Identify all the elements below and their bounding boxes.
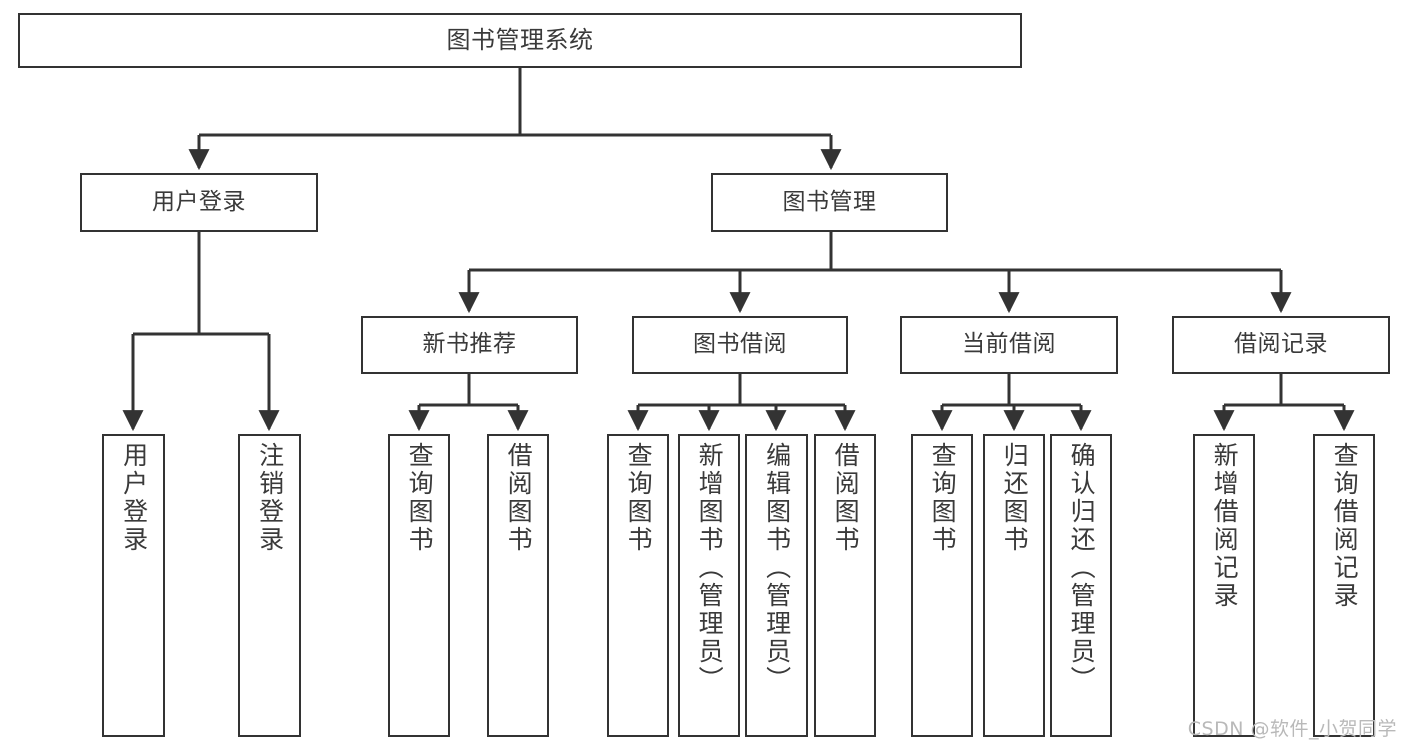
leaf-query-book-cb[interactable]: 查询图书 xyxy=(911,434,973,737)
leaf-query-book-cb-label: 查询图书 xyxy=(928,442,958,554)
leaf-return-book[interactable]: 归还图书 xyxy=(983,434,1045,737)
leaf-borrow-book-nb[interactable]: 借阅图书 xyxy=(487,434,549,737)
leaf-add-book-admin-label: 新增图书（管理员） xyxy=(695,442,725,694)
node-user-login[interactable]: 用户登录 xyxy=(80,173,318,232)
leaf-borrow-book-nb-label: 借阅图书 xyxy=(504,442,534,554)
leaf-query-borrow-record[interactable]: 查询借阅记录 xyxy=(1313,434,1375,737)
leaf-query-book-bb-label: 查询图书 xyxy=(624,442,654,554)
node-root-label: 图书管理系统 xyxy=(446,26,594,55)
leaf-borrow-book-bb[interactable]: 借阅图书 xyxy=(814,434,876,737)
csdn-watermark: CSDN @软件_小贺同学 xyxy=(1187,718,1397,740)
node-new-book-recommend-label: 新书推荐 xyxy=(422,331,517,358)
node-book-borrow-label: 图书借阅 xyxy=(693,331,787,358)
node-borrow-record-label: 借阅记录 xyxy=(1234,331,1328,358)
leaf-add-borrow-record[interactable]: 新增借阅记录 xyxy=(1193,434,1255,737)
leaf-edit-book-admin-label: 编辑图书（管理员） xyxy=(762,442,792,694)
node-borrow-record[interactable]: 借阅记录 xyxy=(1172,316,1390,374)
node-current-borrow[interactable]: 当前借阅 xyxy=(900,316,1118,374)
node-root[interactable]: 图书管理系统 xyxy=(18,13,1022,68)
leaf-return-book-label: 归还图书 xyxy=(1000,442,1030,554)
leaf-add-book-admin[interactable]: 新增图书（管理员） xyxy=(678,434,740,737)
leaf-query-borrow-record-label: 查询借阅记录 xyxy=(1330,442,1360,610)
leaf-query-book-bb[interactable]: 查询图书 xyxy=(607,434,669,737)
leaf-add-borrow-record-label: 新增借阅记录 xyxy=(1210,442,1240,610)
leaf-confirm-return-admin[interactable]: 确认归还（管理员） xyxy=(1050,434,1112,737)
leaf-query-book-nb[interactable]: 查询图书 xyxy=(388,434,450,737)
leaf-query-book-nb-label: 查询图书 xyxy=(405,442,435,554)
node-new-book-recommend[interactable]: 新书推荐 xyxy=(361,316,578,374)
leaf-borrow-book-bb-label: 借阅图书 xyxy=(831,442,861,554)
leaf-user-login[interactable]: 用户登录 xyxy=(102,434,165,737)
leaf-user-login-label: 用户登录 xyxy=(119,442,149,554)
leaf-confirm-return-admin-label: 确认归还（管理员） xyxy=(1067,442,1097,694)
node-user-login-label: 用户登录 xyxy=(152,188,246,215)
node-book-management-label: 图书管理 xyxy=(782,188,877,215)
node-current-borrow-label: 当前借阅 xyxy=(962,331,1056,358)
node-book-management[interactable]: 图书管理 xyxy=(711,173,948,232)
leaf-logout[interactable]: 注销登录 xyxy=(238,434,301,737)
leaf-logout-label: 注销登录 xyxy=(255,442,285,554)
node-book-borrow[interactable]: 图书借阅 xyxy=(632,316,848,374)
leaf-edit-book-admin[interactable]: 编辑图书（管理员） xyxy=(745,434,808,737)
